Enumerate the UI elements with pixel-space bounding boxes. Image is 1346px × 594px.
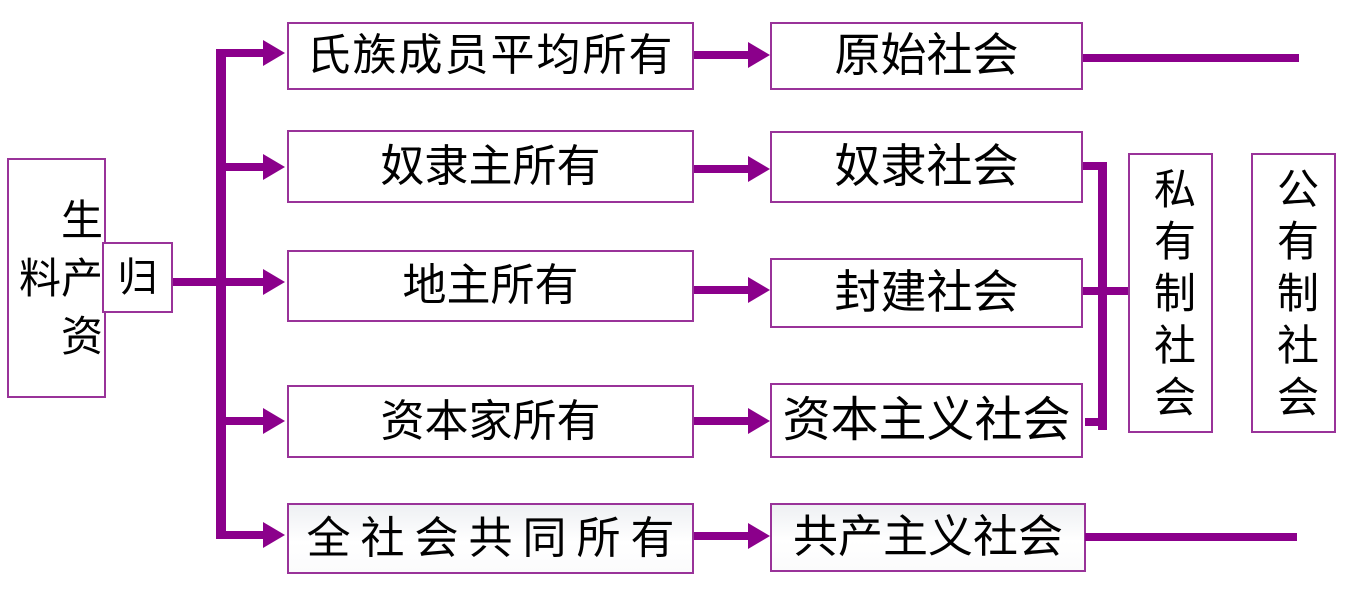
mid-line-row1 [694, 51, 748, 59]
trunk-line [216, 49, 226, 539]
node-owner-whole-society: 全社会共同所有 [287, 503, 694, 574]
node-owner-slave-masters-label: 奴隶主所有 [380, 141, 601, 191]
node-owner-clan-members: 氏族成员平均所有 [287, 22, 694, 90]
node-society-slave-label: 奴隶社会 [834, 141, 1019, 192]
tail-line-primitive [1083, 54, 1299, 62]
private-bracket-stub-capitalist [1085, 418, 1107, 426]
mid-line-row4 [694, 417, 748, 425]
node-private-ownership-society-label: 私有制社会 [1147, 167, 1194, 427]
arrowhead-row5-left [263, 522, 285, 548]
node-society-feudal: 封建社会 [770, 258, 1083, 328]
node-owner-slave-masters: 奴隶主所有 [287, 130, 694, 203]
private-bracket-stub-feudal [1083, 287, 1130, 295]
branch-line-row5 [216, 531, 264, 539]
arrowhead-row2-left [263, 154, 285, 180]
arrowhead-row3-left [263, 269, 285, 295]
branch-line-row1 [216, 49, 264, 57]
node-owner-landlords: 地主所有 [287, 250, 694, 322]
node-owner-capitalists: 资本家所有 [287, 385, 694, 458]
node-society-primitive: 原始社会 [770, 22, 1083, 90]
mid-line-row2 [694, 165, 748, 173]
node-means-of-production-label: 生产资料 [12, 198, 101, 372]
branch-line-row2 [216, 163, 264, 171]
node-society-slave: 奴隶社会 [770, 131, 1083, 203]
node-private-ownership-society: 私有制社会 [1128, 153, 1213, 433]
node-society-primitive-label: 原始社会 [834, 30, 1019, 81]
node-owner-whole-society-label: 全社会共同所有 [306, 513, 685, 563]
node-society-feudal-label: 封建社会 [834, 267, 1019, 318]
node-means-of-production: 生产资料 [7, 158, 106, 398]
node-owner-capitalists-label: 资本家所有 [380, 396, 601, 446]
arrowhead-row4-mid [748, 408, 770, 434]
branch-line-row4 [216, 417, 264, 425]
node-belongs-to: 归 [102, 242, 173, 313]
mid-line-row5 [694, 532, 748, 540]
node-society-communist-label: 共产主义社会 [792, 512, 1063, 562]
node-society-capitalist: 资本主义社会 [770, 383, 1083, 458]
arrowhead-row3-mid [748, 277, 770, 303]
mid-line-row3 [694, 286, 748, 294]
node-public-ownership-society-label: 公有制社会 [1270, 167, 1317, 427]
node-belongs-to-label: 归 [117, 254, 158, 300]
tail-line-communist [1085, 533, 1297, 541]
arrowhead-row1-mid [748, 42, 770, 68]
node-public-ownership-society: 公有制社会 [1251, 153, 1336, 433]
arrowhead-row1-left [263, 40, 285, 66]
arrowhead-row5-mid [748, 523, 770, 549]
private-bracket-stub-slave [1083, 162, 1107, 170]
private-bracket-vertical [1098, 162, 1107, 430]
node-society-capitalist-label: 资本主义社会 [782, 393, 1071, 447]
branch-line-row3 [173, 278, 264, 286]
node-owner-clan-members-label: 氏族成员平均所有 [306, 31, 675, 80]
node-society-communist: 共产主义社会 [770, 503, 1086, 572]
node-owner-landlords-label: 地主所有 [402, 261, 579, 310]
arrowhead-row2-mid [748, 156, 770, 182]
arrowhead-row4-left [263, 408, 285, 434]
